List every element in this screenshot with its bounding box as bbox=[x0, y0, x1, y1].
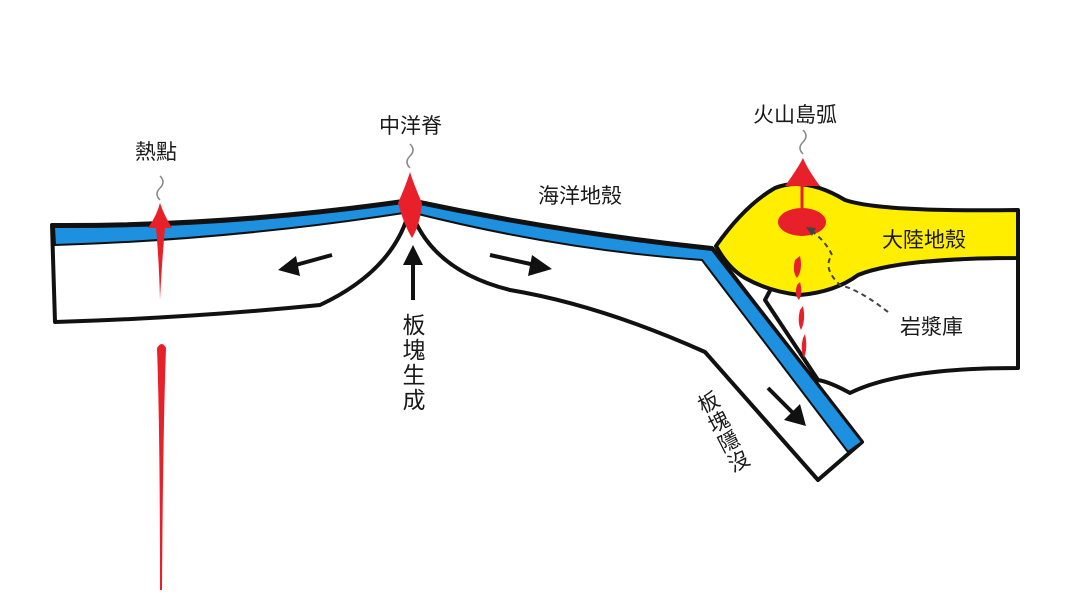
hotspot-plume-upper bbox=[156, 228, 165, 300]
ridge-magma bbox=[398, 172, 422, 238]
magma-drop-2 bbox=[795, 282, 802, 300]
hotspot-plume-lower bbox=[157, 344, 166, 590]
magma-drop-4 bbox=[801, 334, 807, 358]
magma-chamber bbox=[778, 208, 826, 236]
magma-drop-3 bbox=[798, 306, 805, 330]
magma-chamber-label: 岩漿庫 bbox=[900, 315, 963, 339]
pointer-arrowhead bbox=[806, 227, 816, 236]
oceanic-crust-label: 海洋地殼 bbox=[538, 184, 622, 208]
plate-creation-label: 板塊生成 bbox=[398, 313, 424, 413]
continental-crust-label: 大陸地殼 bbox=[882, 228, 966, 252]
arrow-left-icon bbox=[278, 253, 333, 276]
arrow-right-icon bbox=[489, 253, 552, 276]
hotspot-volcano bbox=[148, 203, 172, 228]
hotspot-label: 熱點 bbox=[135, 140, 177, 164]
magma-chamber-pointer bbox=[809, 229, 889, 313]
smoke-wisp-icon bbox=[406, 143, 414, 169]
smoke-wisp-icon bbox=[799, 129, 807, 155]
oceanic-crust-right bbox=[409, 200, 864, 454]
oceanic-plate bbox=[50, 198, 864, 482]
ridge-label: 中洋脊 bbox=[379, 114, 442, 138]
arrow-down-right-icon bbox=[766, 386, 806, 426]
magma-drop-1 bbox=[793, 256, 801, 278]
smoke-wisp-icon bbox=[156, 175, 164, 201]
arc-volcano bbox=[785, 158, 820, 186]
island-arc-label: 火山島弧 bbox=[753, 103, 837, 127]
arrow-up-icon bbox=[403, 245, 423, 300]
